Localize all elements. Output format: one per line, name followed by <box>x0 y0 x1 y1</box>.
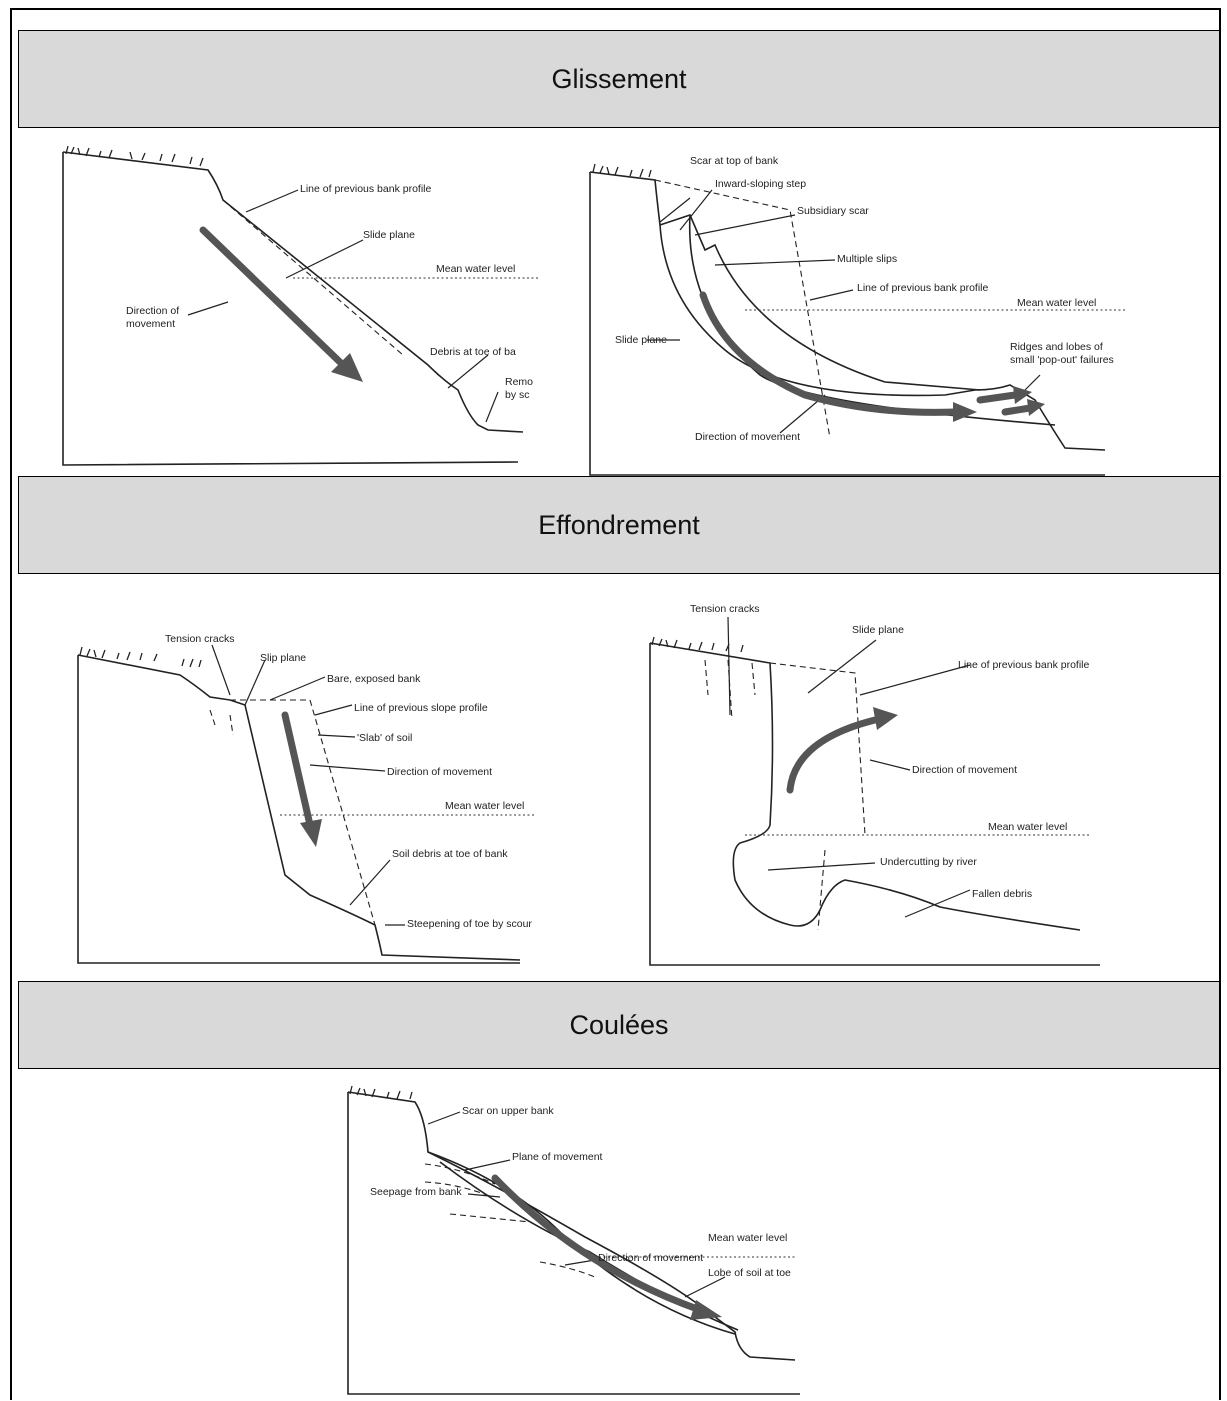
section-header-coulees: Coulées <box>18 981 1220 1069</box>
diagram-label: Plane of movement <box>512 1151 603 1163</box>
diagram-label: Steepening of toe by scour <box>407 918 532 930</box>
diagram-label: Direction of movement <box>387 766 492 778</box>
section-title: Glissement <box>551 63 687 94</box>
diagram-label: movement <box>126 318 175 330</box>
diagram-label: Remo <box>505 376 533 388</box>
diagram-label: Direction of movement <box>912 764 1017 776</box>
diagram-label: 'Slab' of soil <box>357 732 412 744</box>
diagram-label: Scar on upper bank <box>462 1105 554 1117</box>
diagram-label: Line of previous bank profile <box>857 282 988 294</box>
diagram-label: Subsidiary scar <box>797 205 869 217</box>
diagram-glissement-left: Line of previous bank profile Slide plan… <box>58 140 548 470</box>
diagram-label: Slide plane <box>615 334 667 346</box>
diagram-label: Soil debris at toe of bank <box>392 848 508 860</box>
diagram-glissement-right: Scar at top of bank Inward-sloping step … <box>585 150 1135 480</box>
diagram-label: Multiple slips <box>837 253 897 265</box>
diagram-label: Mean water level <box>445 800 524 812</box>
diagram-label: Scar at top of bank <box>690 155 779 167</box>
diagram-label: Line of previous bank profile <box>958 659 1089 671</box>
diagram-label: Mean water level <box>436 263 515 275</box>
diagram-label: Tension cracks <box>690 603 759 615</box>
diagram-label: Slide plane <box>852 624 904 636</box>
diagram-label: Direction of <box>126 305 179 317</box>
diagram-label: Direction of movement <box>598 1252 703 1264</box>
section-title: Effondrement <box>538 509 700 540</box>
diagram-label: Direction of movement <box>695 431 800 443</box>
diagram-coulees: Scar on upper bank Plane of movement See… <box>340 1072 815 1398</box>
section-header-glissement: Glissement <box>18 30 1220 128</box>
diagram-label: Ridges and lobes of <box>1010 341 1103 353</box>
diagram-effondrement-left: Tension cracks Slip plane Bare, exposed … <box>70 625 570 970</box>
diagram-label: Undercutting by river <box>880 856 977 868</box>
diagram-label: Mean water level <box>988 821 1067 833</box>
diagram-label: Lobe of soil at toe <box>708 1267 791 1279</box>
diagram-label: Debris at toe of ba <box>430 346 516 358</box>
diagram-label: Mean water level <box>708 1232 787 1244</box>
diagram-label: Fallen debris <box>972 888 1032 900</box>
diagram-label: Bare, exposed bank <box>327 673 421 685</box>
diagram-label: Slide plane <box>363 229 415 241</box>
diagram-label: by sc <box>505 389 530 401</box>
diagram-label: Seepage from bank <box>370 1186 462 1198</box>
section-title: Coulées <box>569 1009 669 1040</box>
diagram-label: Line of previous bank profile <box>300 183 431 195</box>
section-header-effondrement: Effondrement <box>18 476 1220 574</box>
diagram-label: Inward-sloping step <box>715 178 806 190</box>
page-frame <box>10 8 1221 1400</box>
diagram-label: Line of previous slope profile <box>354 702 488 714</box>
diagram-label: small 'pop-out' failures <box>1010 354 1114 366</box>
diagram-effondrement-right: Tension cracks Slide plane Line of previ… <box>640 595 1120 975</box>
diagram-label: Mean water level <box>1017 297 1096 309</box>
diagram-label: Slip plane <box>260 652 306 664</box>
diagram-label: Tension cracks <box>165 633 234 645</box>
